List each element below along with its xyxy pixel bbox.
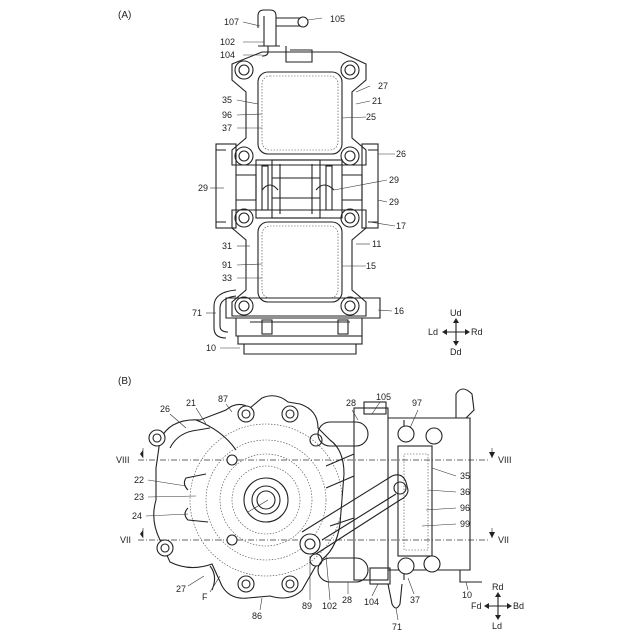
ref-37: 37	[222, 123, 232, 133]
compass-a: Ud Dd Ld Rd	[428, 308, 483, 357]
section-vii-right: VII	[498, 535, 509, 545]
compass-a-down: Dd	[450, 347, 462, 357]
ref-102: 102	[220, 37, 235, 47]
ref-96: 96	[222, 110, 232, 120]
ref-37-b: 37	[410, 595, 420, 605]
compass-a-right: Rd	[471, 327, 483, 337]
hose-71-inner	[220, 296, 236, 332]
middle-mechanism	[256, 160, 342, 218]
ref-26-b: 26	[160, 404, 170, 414]
compass-b-up: Rd	[492, 582, 504, 592]
ref-21: 21	[372, 96, 382, 106]
figure-a-label: (A)	[118, 10, 131, 21]
compass-b-left: Fd	[471, 601, 482, 611]
ref-F: F	[202, 592, 208, 602]
ref-86: 86	[252, 611, 262, 621]
ref-29-mid: 29	[389, 175, 399, 185]
ref-87: 87	[218, 394, 228, 404]
ref-11: 11	[372, 239, 381, 249]
compass-a-up: Ud	[450, 308, 462, 318]
ref-35-b: 35	[460, 471, 470, 481]
ref-22: 22	[134, 475, 144, 485]
compass-b-down: Ld	[492, 621, 502, 631]
ref-31: 31	[222, 241, 232, 251]
figure-b: (B)	[116, 376, 524, 632]
hose-71-b	[388, 584, 402, 608]
labels-b: 26 21 87 28 105 97 22 23 24 35 36 96 99 …	[116, 392, 512, 632]
ref-36: 36	[460, 487, 470, 497]
ref-97: 97	[412, 398, 422, 408]
ref-71: 71	[192, 308, 202, 318]
compass-b-right: Bd	[513, 601, 524, 611]
section-viii-left: VIII	[116, 455, 130, 465]
ref-104-b: 104	[364, 597, 379, 607]
ref-28-bottom: 28	[342, 595, 352, 605]
ref-15: 15	[366, 261, 376, 271]
pipe-assembly-top	[258, 10, 312, 62]
ref-91: 91	[222, 260, 232, 270]
figure-b-label: (B)	[118, 376, 131, 387]
leaders-b	[146, 402, 468, 620]
ref-71-b: 71	[392, 622, 402, 632]
section-vii-left: VII	[120, 535, 131, 545]
compass-a-left: Ld	[428, 327, 438, 337]
ref-35: 35	[222, 95, 232, 105]
rotor	[190, 424, 342, 576]
section-lines	[138, 448, 495, 540]
ref-27: 27	[378, 81, 388, 91]
ref-16: 16	[394, 306, 404, 316]
ref-21-b: 21	[186, 398, 196, 408]
section-viii-right: VIII	[498, 455, 512, 465]
ref-29-right: 29	[389, 197, 399, 207]
ref-24: 24	[132, 511, 142, 521]
ref-96-b: 96	[460, 503, 470, 513]
ref-27-b: 27	[176, 584, 186, 594]
ref-107: 107	[224, 17, 239, 27]
ref-10: 10	[206, 343, 216, 353]
hose-71	[214, 290, 236, 338]
figure-a: (A)	[118, 10, 483, 357]
ref-33: 33	[222, 273, 232, 283]
ref-25: 25	[366, 112, 376, 122]
ref-26: 26	[396, 149, 406, 159]
ref-105: 105	[330, 14, 345, 24]
ref-102-b: 102	[322, 601, 337, 611]
ref-29-left: 29	[198, 183, 208, 193]
ref-99: 99	[460, 519, 470, 529]
ref-105-b: 105	[376, 392, 391, 402]
ref-28-top: 28	[346, 398, 356, 408]
ref-10-b: 10	[462, 590, 472, 600]
ref-17: 17	[396, 221, 406, 231]
ref-104: 104	[220, 50, 235, 60]
ref-23: 23	[134, 492, 144, 502]
ref-89: 89	[302, 601, 312, 611]
compass-b: Rd Ld Fd Bd	[471, 582, 524, 631]
